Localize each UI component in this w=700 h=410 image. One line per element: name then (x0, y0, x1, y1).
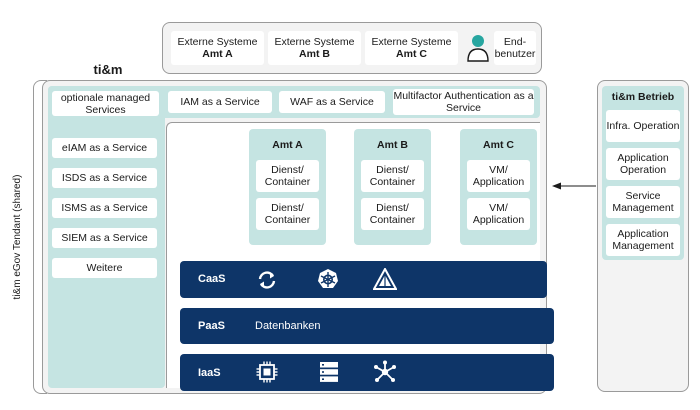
tenant-name: Amt A (272, 139, 303, 151)
operations-title: ti&m Betrieb (611, 91, 675, 103)
external-system-amt: Amt B (299, 48, 330, 60)
sync-icon (256, 269, 278, 291)
external-system-label: Externe Systeme (177, 36, 258, 48)
external-system-amt-a: Externe Systeme Amt A (171, 31, 264, 65)
platform-title: ti&m (93, 62, 123, 77)
external-system-label: Externe Systeme (371, 36, 452, 48)
external-system-amt: Amt C (396, 48, 427, 60)
end-user-box: End- benutzer (494, 31, 536, 65)
paas-label: PaaS (198, 320, 225, 332)
caas-layer (180, 261, 547, 298)
left-service-item: ISMS as a Service (52, 198, 157, 218)
external-system-amt-b: Externe Systeme Amt B (268, 31, 361, 65)
kubernetes-icon (317, 268, 339, 290)
paas-layer (180, 308, 554, 344)
tenant-side-label: ti&m eGov Tendant (shared) (11, 174, 23, 300)
server-rack-icon (319, 361, 339, 383)
iaas-label: IaaS (198, 367, 221, 379)
iaas-layer (180, 354, 554, 391)
managed-services-label: optionale managed Services (52, 91, 159, 116)
caas-label: CaaS (198, 273, 226, 285)
end-user-label: End- (503, 36, 527, 48)
operations-item: Application Operation (606, 148, 680, 180)
left-service-item: SIEM as a Service (52, 228, 157, 248)
iam-service: IAM as a Service (168, 91, 272, 113)
side-bracket (33, 80, 47, 394)
user-icon (465, 33, 491, 63)
tenant-item: VM/ Application (467, 198, 530, 230)
tenant-item: Dienst/ Container (361, 160, 424, 192)
left-service-item: ISDS as a Service (52, 168, 157, 188)
network-nodes-icon (373, 360, 397, 384)
operations-arrow (552, 181, 596, 191)
tenant-item: VM/ Application (467, 160, 530, 192)
tenant-name: Amt B (377, 139, 408, 151)
left-service-item: eIAM as a Service (52, 138, 157, 158)
operations-item: Service Management (606, 186, 680, 218)
left-service-item: Weitere (52, 258, 157, 278)
triangle-logo-icon (373, 268, 397, 290)
paas-databases-text: Datenbanken (255, 320, 321, 332)
tenant-item: Dienst/ Container (256, 198, 319, 230)
external-system-amt-c: Externe Systeme Amt C (365, 31, 458, 65)
external-system-amt: Amt A (202, 48, 233, 60)
tenant-item: Dienst/ Container (256, 160, 319, 192)
external-system-label: Externe Systeme (274, 36, 355, 48)
cpu-chip-icon (256, 361, 278, 383)
tenant-item: Dienst/ Container (361, 198, 424, 230)
end-user-label: benutzer (494, 48, 536, 60)
waf-service: WAF as a Service (279, 91, 385, 113)
operations-item: Infra. Operation (606, 110, 680, 142)
mfa-service: Multifactor Authentication as a Service (393, 89, 534, 115)
operations-item: Application Management (606, 224, 680, 256)
tenant-name: Amt C (483, 139, 514, 151)
